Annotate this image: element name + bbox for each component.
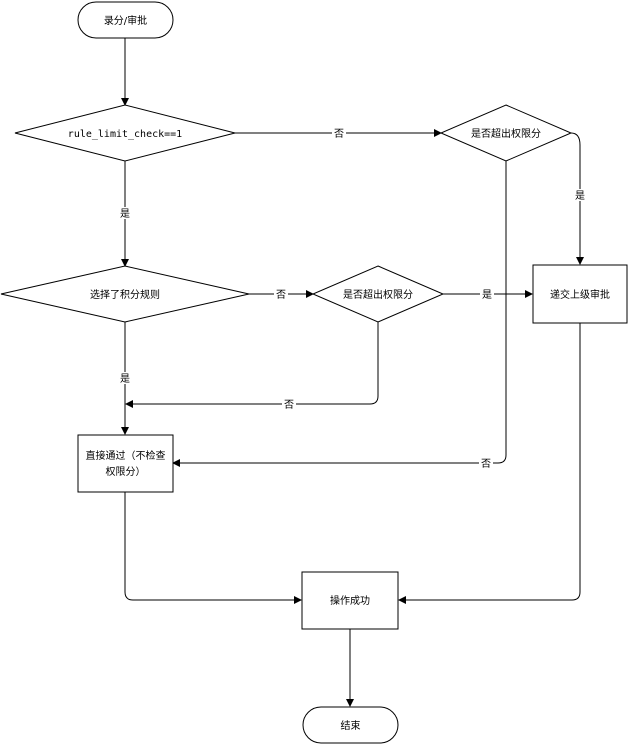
edge-submit-superior-to-success [398,323,581,604]
label-exceed-top-yes-text: 是 [575,190,585,202]
label-rule-limit-no-text: 否 [334,128,344,140]
label-exceed-mid-no: 否 [282,398,296,411]
exceed-top-decision: 是否超出权限分 [439,104,573,162]
direct-pass-process: 直接通过（不检查 权限分） [77,434,174,493]
selected-rule-decision: 选择了积分规则 [0,265,250,323]
edge-labels: 否 是 是 否 是 是 否 否 [118,127,587,470]
label-selected-rule-no: 否 [274,288,288,301]
label-exceed-top-no-text: 否 [481,458,491,470]
label-exceed-mid-no-text: 否 [284,399,294,411]
selected-rule-label: 选择了积分规则 [90,288,160,301]
label-selected-rule-no-text: 否 [276,289,286,301]
label-selected-rule-yes-text: 是 [120,373,130,385]
direct-pass-label-line2: 权限分） [106,465,146,478]
exceed-mid-decision: 是否超出权限分 [311,265,445,323]
rule-limit-check-label: rule_limit_check==1 [68,129,182,140]
rule-limit-check-decision: rule_limit_check==1 [14,104,236,162]
start-node-label: 录分/审批 [104,14,147,27]
label-rule-limit-yes-text: 是 [120,208,130,220]
label-rule-limit-no: 否 [332,127,346,140]
edge-direct-pass-to-success [124,492,302,604]
label-exceed-mid-yes: 是 [480,288,494,301]
submit-superior-label: 递交上级审批 [550,288,610,301]
label-exceed-top-yes: 是 [573,189,587,202]
submit-superior-process: 递交上级审批 [532,264,628,324]
success-process: 操作成功 [301,571,399,630]
edge-exceed-top-no [172,161,507,467]
success-label: 操作成功 [330,594,370,607]
edge-exceed-mid-no [125,322,379,408]
end-node-label: 结束 [341,719,361,732]
exceed-mid-label: 是否超出权限分 [343,288,413,301]
end-node: 结束 [302,706,399,744]
edge-exceed-top-yes [570,132,584,265]
label-exceed-top-no: 否 [479,457,493,470]
label-exceed-mid-yes-text: 是 [482,289,492,301]
exceed-top-label: 是否超出权限分 [471,127,541,140]
label-selected-rule-yes: 是 [118,372,132,385]
direct-pass-label-line1: 直接通过（不检查 [86,449,166,462]
start-node: 录分/审批 [77,1,174,39]
label-rule-limit-yes: 是 [118,207,132,220]
